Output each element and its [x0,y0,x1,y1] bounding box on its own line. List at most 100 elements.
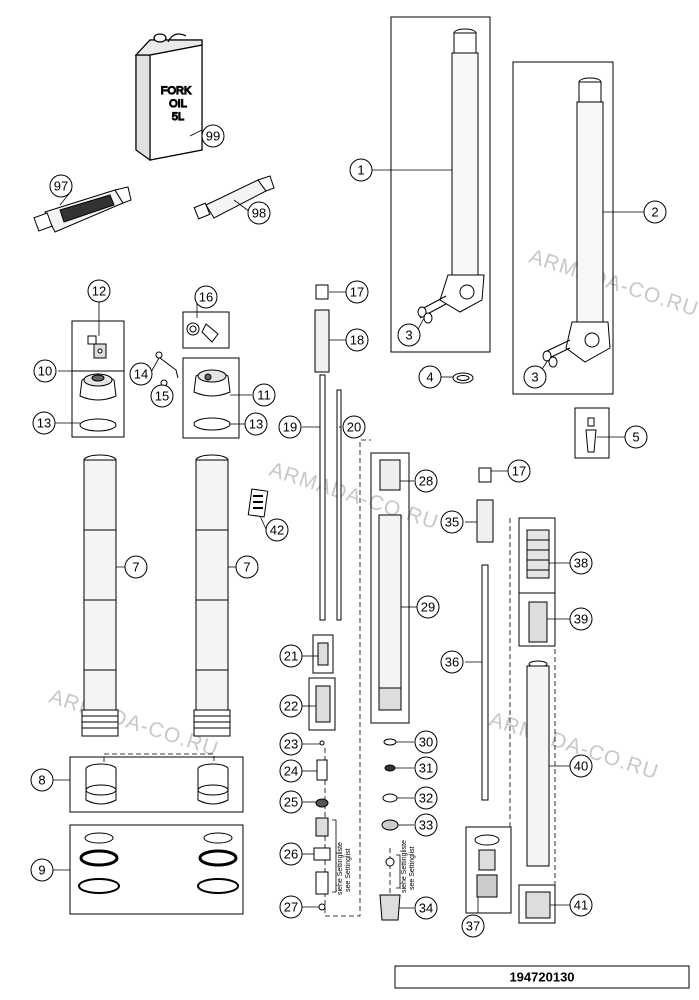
callout-circle [416,595,440,619]
callout-number: 5 [632,430,639,445]
callout-circle [201,124,225,148]
callout-number: 36 [445,655,459,670]
callout-circle [507,459,531,483]
callout-number: 38 [574,556,588,571]
callout-number: 7 [132,560,139,575]
callout-31: 31 [414,756,438,780]
callout-40: 40 [569,754,593,778]
callout-number: 31 [419,761,433,776]
callout-circle [279,694,303,718]
callout-number: 42 [270,523,284,538]
callout-26: 26 [279,842,303,866]
callout-number: 11 [257,388,271,403]
callout-2: 2 [643,200,667,224]
callout-circle [279,895,303,919]
callout-number: 16 [199,290,213,305]
callout-circle [124,555,148,579]
frame-part-29 [370,452,410,724]
callout-number: 37 [466,919,480,934]
oring-13-left [79,418,117,432]
callout-13: 13 [32,411,56,435]
oring-13-right [193,417,231,431]
frame-part-9 [69,824,244,915]
callout-29: 29 [416,595,440,619]
callout-number: 29 [421,600,435,615]
callout-number: 13 [37,416,51,431]
callout-number: 2 [651,205,658,220]
callout-circle [418,365,442,389]
setting-note-en-2: see Settinglist [409,846,416,890]
callout-5: 5 [624,425,648,449]
callout-24: 24 [279,759,303,783]
callout-circle [30,768,54,792]
callout-1: 1 [349,158,373,182]
callout-circle [244,412,268,436]
callout-circle [32,411,56,435]
callout-16: 16 [194,285,218,309]
callout-number: 14 [134,367,148,382]
callout-number: 4 [426,370,433,385]
callout-circle [414,730,438,754]
frame-part-1 [390,16,491,353]
callout-number: 33 [419,818,433,833]
spring-cartridge-assembly [525,529,551,919]
oil-can-label-line-1: FORK [161,85,192,97]
callout-circle [33,359,57,383]
guide-lines [103,439,556,917]
callout-10: 10 [33,359,57,383]
callout-9: 9 [30,858,54,882]
frame-part-5 [574,407,610,459]
callout-23: 23 [279,732,303,756]
callout-number: 39 [574,612,588,627]
callout-circle [414,756,438,780]
bleed-screw-5 [585,417,597,453]
frame-part-21 [312,634,334,674]
callout-circle [247,201,271,225]
callout-30: 30 [414,730,438,754]
decal-42 [247,488,269,518]
callout-circle [49,174,73,198]
frame-part-2 [512,61,614,395]
callout-32: 32 [414,786,438,810]
callout-number: 9 [38,863,45,878]
callout-11: 11 [252,383,276,407]
callout-circle [342,415,366,439]
callout-17: 17 [507,459,531,483]
oil-can-label-line-2: OIL [169,98,187,110]
callout-circle [345,280,369,304]
callout-7: 7 [235,555,259,579]
callout-circle [569,607,593,631]
frame-part-8 [69,756,244,813]
callout-number: 27 [284,900,298,915]
callout-circle [569,754,593,778]
callout-number: 20 [347,420,361,435]
adjuster-12 [87,335,107,359]
callout-circle [279,790,303,814]
callout-number: 35 [445,515,459,530]
callout-number: 8 [38,773,45,788]
callout-19: 19 [278,415,302,439]
callout-28: 28 [414,469,438,493]
outer-tube-1 [417,28,485,324]
frame-part-16 [182,311,230,349]
callout-number: 12 [92,284,106,299]
callout-37: 37 [461,914,485,938]
callout-number: 18 [350,333,364,348]
frame-part-37 [465,826,512,914]
callout-circle [129,362,153,386]
callout-41: 41 [569,893,593,917]
watermark-2: ARMADA-CO.RU [266,458,441,534]
callout-circle [279,759,303,783]
callout-number: 15 [155,389,169,404]
callout-number: 17 [512,464,526,479]
callout-circle [569,551,593,575]
callout-8: 8 [30,768,54,792]
callout-circle [643,200,667,224]
callout-number: 30 [419,735,433,750]
callout-number: 7 [243,560,250,575]
callout-circle [235,555,259,579]
document-id: 194720130 [509,970,574,985]
callout-number: 3 [405,328,412,343]
callout-number: 97 [54,179,68,194]
